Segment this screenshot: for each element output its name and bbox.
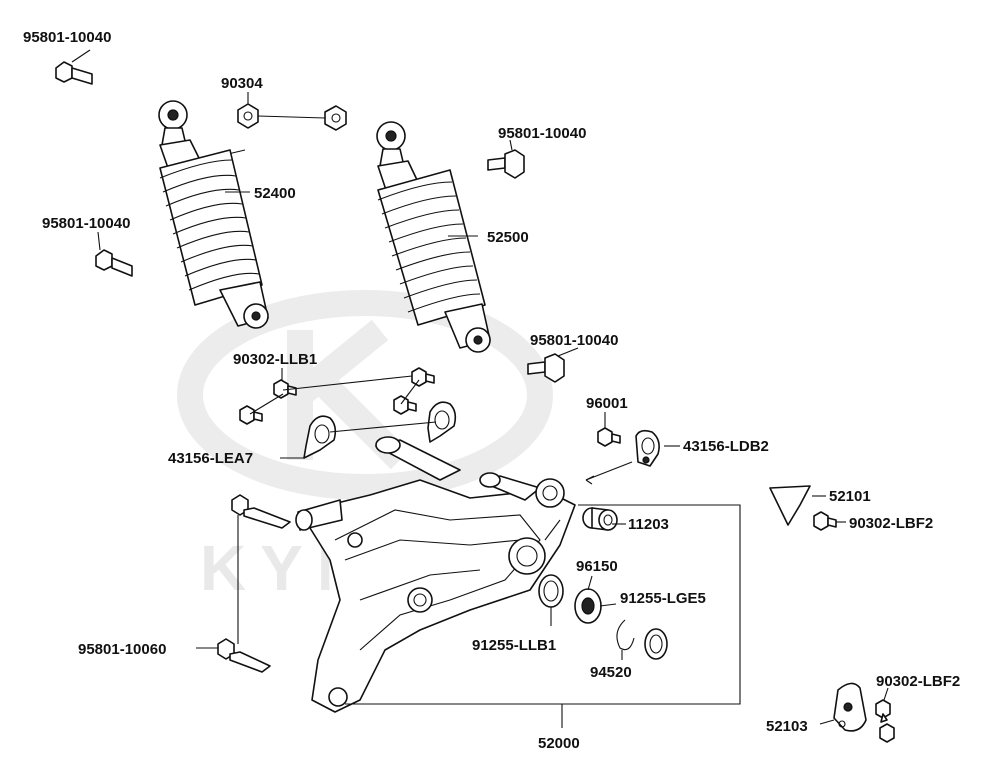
- circlip: [616, 619, 635, 651]
- plate-upper: [769, 485, 837, 531]
- bushing: [582, 507, 618, 531]
- nut-pair: [237, 103, 347, 131]
- label-bolt-plate-lower: 90302-LBF2: [876, 673, 960, 690]
- bolt-mid-right: [487, 149, 525, 179]
- plate-lower: [833, 682, 895, 743]
- label-plate-upper: 52101: [829, 488, 871, 505]
- label-clamp-right: 43156-LDB2: [683, 438, 769, 455]
- swing-arm-callout-frame: [345, 504, 741, 705]
- swing-arm: [295, 436, 576, 713]
- bolt-top-left: [55, 61, 93, 85]
- bolt-mid-left: [95, 249, 133, 277]
- clamp-right: [635, 429, 660, 467]
- bearing: [574, 588, 602, 624]
- label-seal-left: 91255-LLB1: [472, 637, 556, 654]
- shock-absorber-right: [376, 121, 491, 353]
- clamp-left: [303, 401, 457, 459]
- label-bolt-plate-upper: 90302-LBF2: [849, 515, 933, 532]
- bolt-lower-right: [527, 353, 565, 383]
- label-plate-lower: 52103: [766, 718, 808, 735]
- label-bolt-mid-left: 95801-10040: [42, 215, 130, 232]
- label-shock-right: 52500: [487, 229, 529, 246]
- label-bolt-mid-right: 95801-10040: [498, 125, 586, 142]
- label-clamp-left: 43156-LEA7: [168, 450, 253, 467]
- label-nut: 90304: [221, 75, 263, 92]
- label-washer: 96001: [586, 395, 628, 412]
- label-bolt-small: 90302-LLB1: [233, 351, 317, 368]
- label-bolt-long: 95801-10060: [78, 641, 166, 658]
- seal-right: [644, 628, 668, 660]
- long-bolt: [217, 494, 291, 673]
- label-bushing: 11203: [628, 516, 669, 533]
- label-bolt-top-left: 95801-10040: [23, 29, 111, 46]
- leader-lines: [71, 49, 889, 725]
- part-labels: 95801-10040 90304 52400 95801-10040 9580…: [23, 29, 960, 752]
- label-bearing: 96150: [576, 558, 618, 575]
- label-bolt-lower-right: 95801-10040: [530, 332, 618, 349]
- label-swing-arm: 52000: [538, 735, 580, 752]
- label-circlip: 94520: [590, 664, 632, 681]
- label-shock-left: 52400: [254, 185, 296, 202]
- label-seal-right: 91255-LGE5: [620, 590, 706, 607]
- washer-bolt: [597, 427, 621, 447]
- small-bolts: [239, 367, 435, 425]
- seal-left: [538, 574, 564, 608]
- shock-absorber-left: [158, 100, 269, 329]
